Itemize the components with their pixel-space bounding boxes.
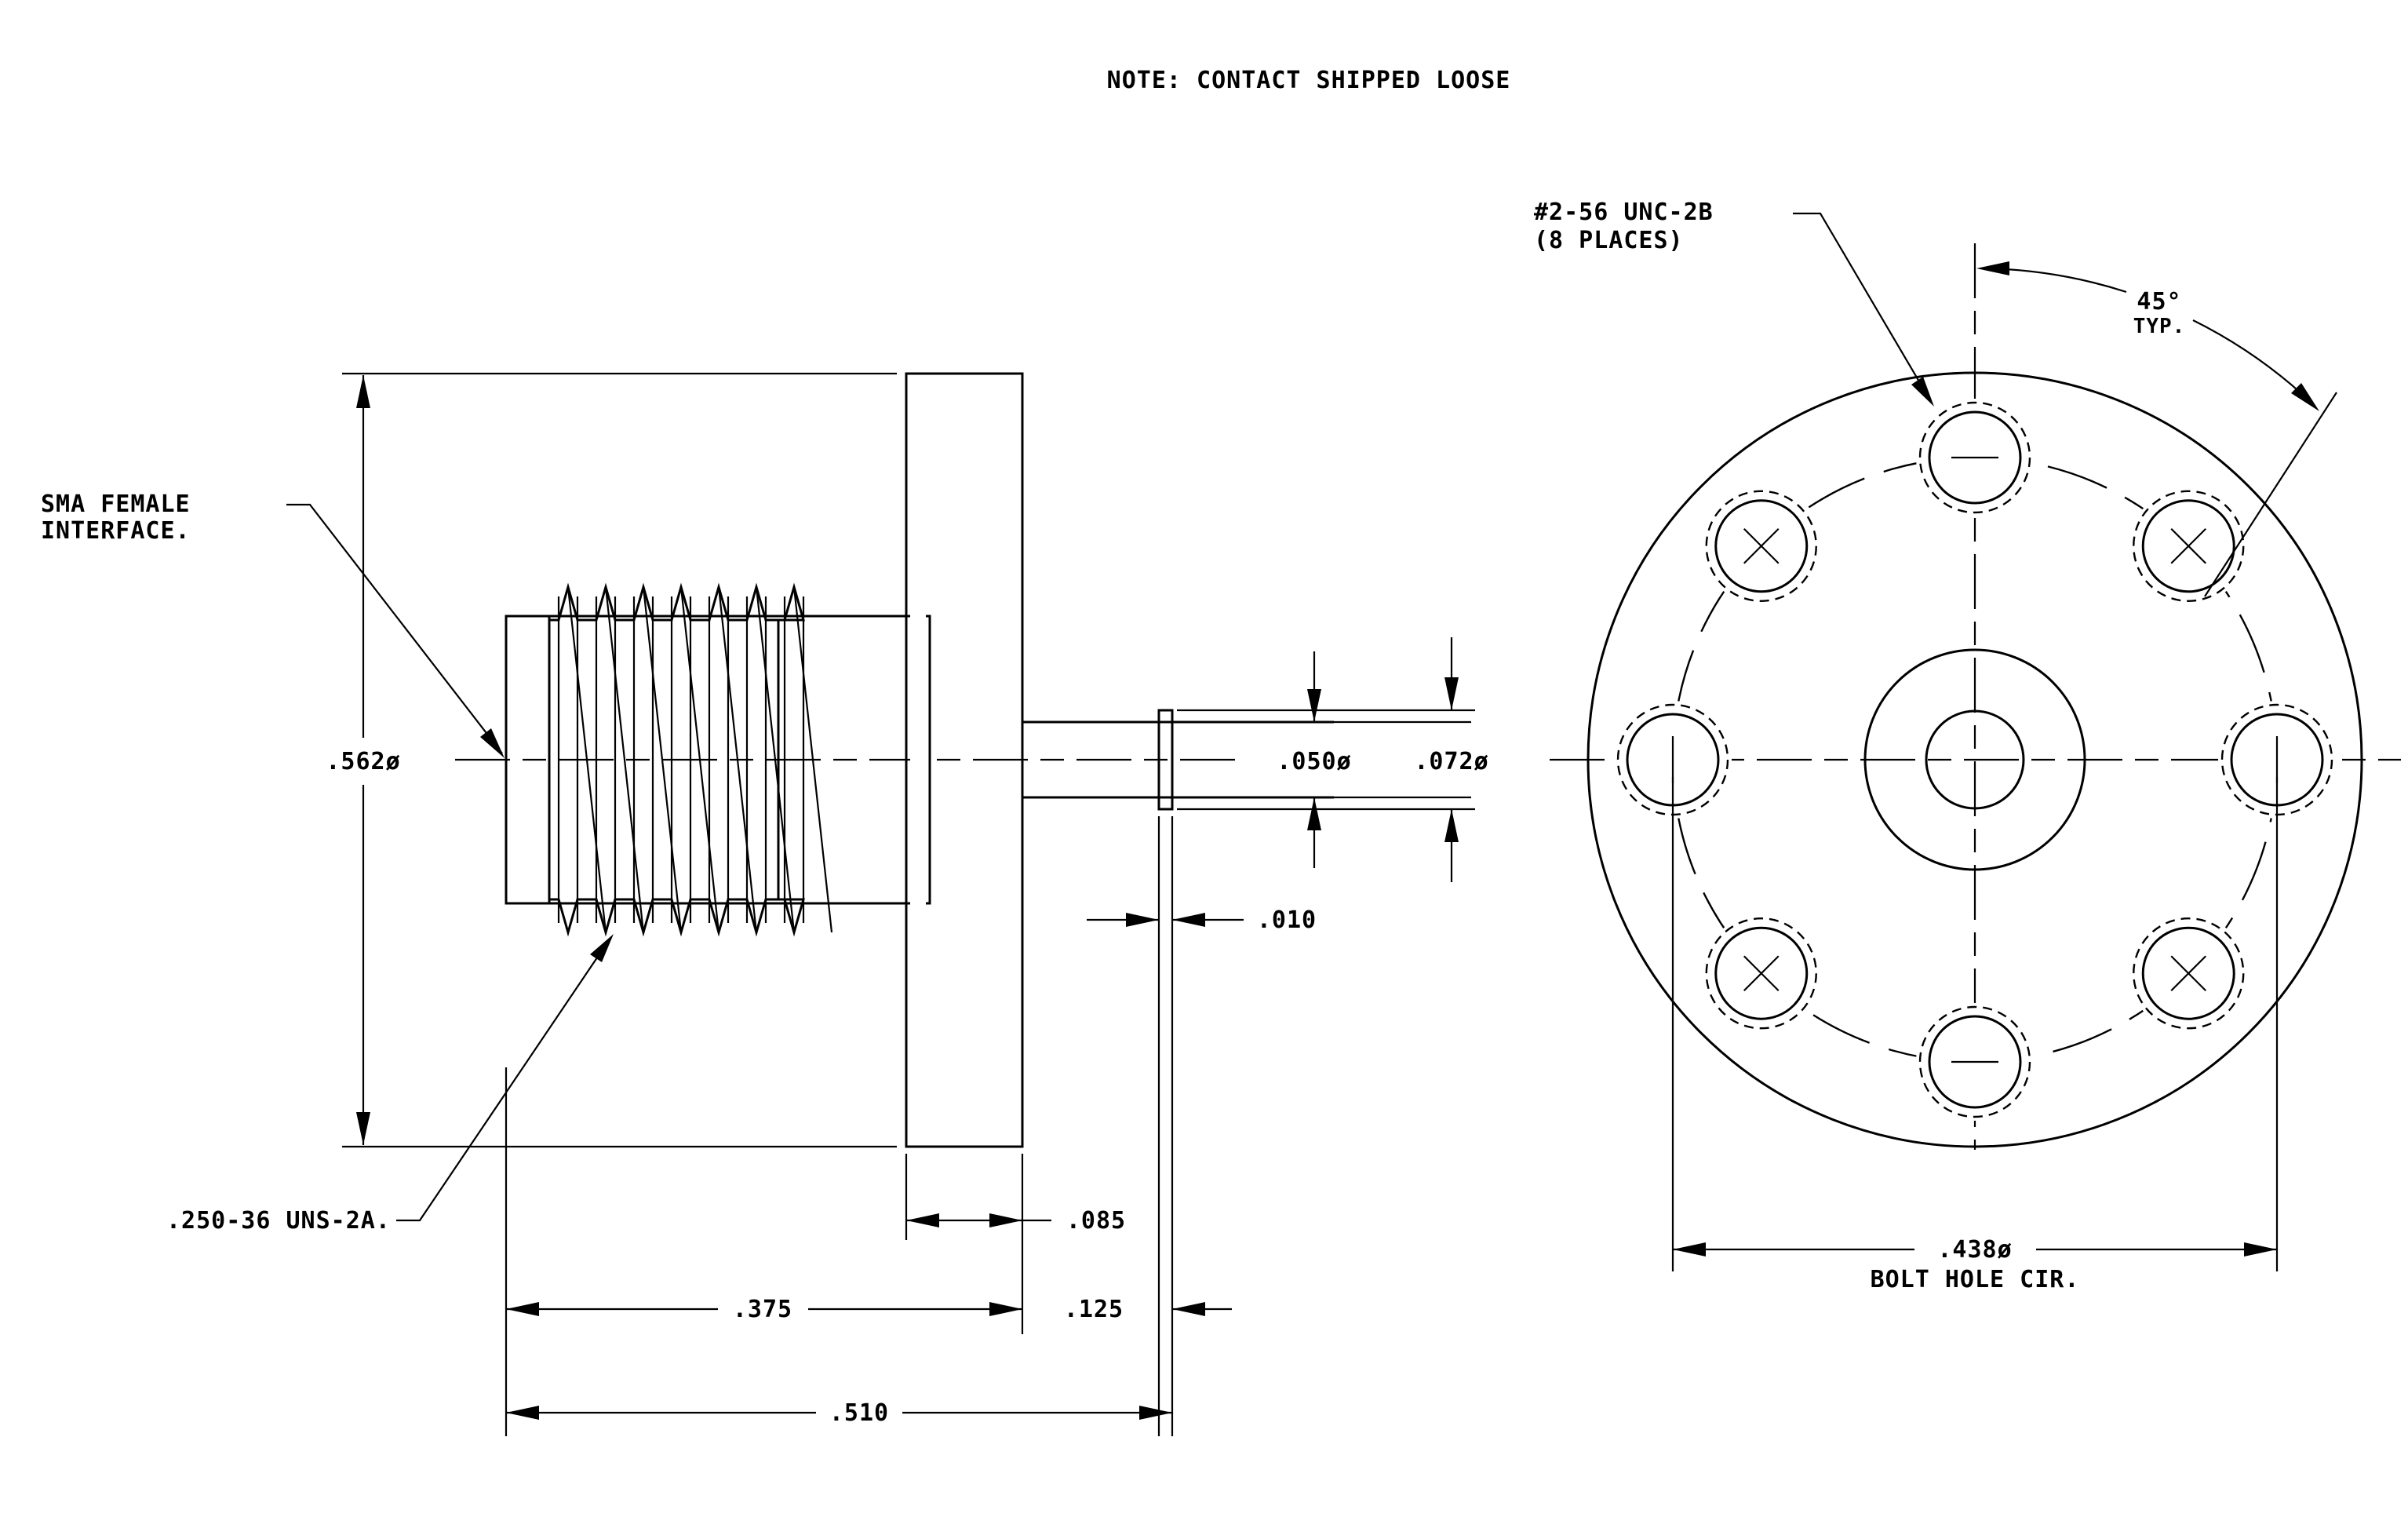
dim-overall-length: .510	[829, 1399, 889, 1427]
interface-body	[505, 615, 931, 905]
dim-overall-diameter: .562ø	[326, 748, 400, 775]
interface-label: SMA FEMALE	[41, 491, 191, 518]
tapped-hole	[1916, 1003, 2034, 1121]
dim-flange-thickness: .085	[1066, 1207, 1126, 1235]
tapped-hole	[1702, 487, 1820, 605]
flange-outline	[1587, 371, 2363, 1148]
center-contact-circle	[1925, 709, 2025, 810]
interface-leader	[286, 503, 503, 754]
side-view: .562ø .085 .375 .125 .510 .010	[41, 372, 1488, 1436]
contact-shoulder	[1157, 709, 1174, 811]
tapped-hole	[1702, 914, 1820, 1033]
tapped-hole	[2129, 914, 2248, 1033]
tapped-hole	[2129, 487, 2248, 605]
dim-shoulder-diameter: .072ø	[1414, 748, 1488, 775]
dim-contact-shoulder: .010	[1257, 906, 1317, 934]
interface-label-line2: INTERFACE.	[41, 517, 191, 545]
tapped-hole-count: (8 PLACES)	[1534, 227, 1684, 254]
thread-label: .250-36 UNS-2A.	[166, 1207, 391, 1235]
shipping-note: NOTE: CONTACT SHIPPED LOOSE	[1107, 67, 1511, 94]
bolt-circle-label: BOLT HOLE CIR.	[1871, 1266, 2080, 1293]
tapped-hole-spec: #2-56 UNC-2B	[1534, 199, 1714, 226]
dielectric-circle	[1863, 648, 2086, 871]
end-view: 45° TYP. #2-56 UNC-2B (8 PLACES) .438ø B…	[1534, 199, 2401, 1293]
dim-contact-diameter: .050ø	[1277, 748, 1351, 775]
tapped-holes	[1614, 399, 2336, 1121]
tapped-hole	[1916, 399, 2034, 516]
bolt-circle-diameter: .438ø	[1937, 1236, 2012, 1264]
thread-section	[548, 582, 833, 937]
dim-body-length: .375	[733, 1296, 792, 1323]
dim-contact-extension: .125	[1064, 1296, 1124, 1323]
angle-typical: TYP.	[2133, 315, 2186, 338]
angle-dimension: 45°	[2137, 288, 2181, 316]
tapped-hole-leader	[1793, 212, 1931, 401]
thread-leader	[396, 937, 611, 1222]
